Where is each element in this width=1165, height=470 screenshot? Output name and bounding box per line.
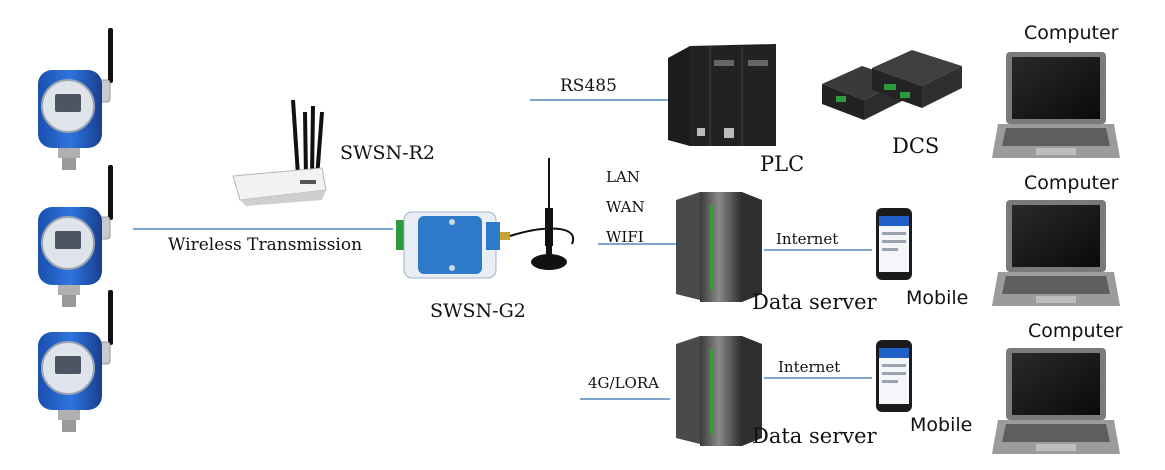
- label-internet-1: Internet: [776, 230, 839, 248]
- connection-lines: [133, 99, 872, 400]
- pressure-transmitter: [38, 165, 113, 307]
- label-swsn-g2: SWSN-G2: [430, 300, 526, 322]
- data-server-device: [676, 192, 762, 302]
- pressure-transmitter: [38, 28, 113, 170]
- mobile-device: [876, 208, 912, 280]
- router-device: [232, 99, 327, 206]
- label-lan: LAN: [606, 168, 640, 186]
- label-mobile-2: Mobile: [910, 414, 973, 436]
- label-plc: PLC: [760, 152, 805, 176]
- gateway-device: [396, 158, 575, 279]
- label-wireless-transmission: Wireless Transmission: [168, 235, 363, 255]
- label-computer-2: Computer: [1024, 172, 1119, 194]
- data-server-device: [676, 336, 762, 446]
- mobile-device: [876, 340, 912, 412]
- pressure-transmitter: [38, 290, 113, 432]
- label-swsn-r2: SWSN-R2: [340, 142, 435, 164]
- label-data-server-1: Data server: [752, 290, 877, 314]
- dcs-device: [822, 50, 962, 120]
- label-internet-2: Internet: [778, 358, 841, 376]
- plc-device: [668, 44, 776, 146]
- laptop-device: [992, 200, 1120, 306]
- label-computer-1: Computer: [1024, 22, 1119, 44]
- label-4g-lora: 4G/LORA: [588, 374, 659, 392]
- label-rs485: RS485: [560, 76, 617, 96]
- label-data-server-2: Data server: [752, 424, 877, 448]
- laptop-device: [992, 52, 1120, 158]
- label-wan: WAN: [606, 198, 645, 216]
- label-mobile-1: Mobile: [906, 287, 969, 309]
- label-computer-3: Computer: [1028, 320, 1123, 342]
- label-dcs: DCS: [892, 134, 940, 158]
- laptop-device: [992, 348, 1120, 454]
- label-wifi: WIFI: [606, 228, 644, 246]
